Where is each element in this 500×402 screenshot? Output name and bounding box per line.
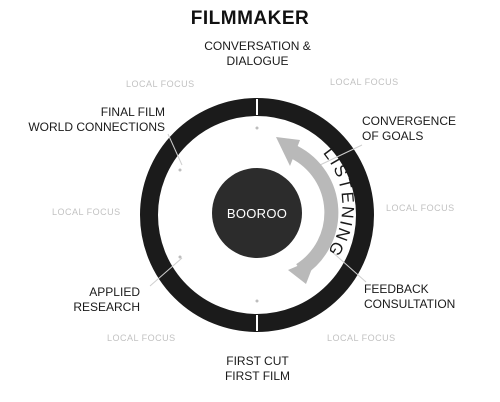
listening-arrow-head-top xyxy=(276,137,300,166)
connector-final-film xyxy=(167,133,183,166)
local-focus-label: LOCAL FOCUS xyxy=(126,79,195,89)
connector-applied xyxy=(149,257,183,287)
stage-feedback: FEEDBACK CONSULTATION xyxy=(364,282,456,311)
connector-convergence xyxy=(319,144,363,166)
stage-conversation: CONVERSATION & DIALOGUE xyxy=(204,39,311,68)
dot-marker xyxy=(255,126,259,130)
center-label: BOOROO xyxy=(226,206,288,221)
local-focus-label: LOCAL FOCUS xyxy=(330,77,399,87)
local-focus-label: LOCAL FOCUS xyxy=(327,333,396,343)
dot-marker xyxy=(178,255,182,259)
stage-convergence: CONVERGENCE OF GOALS xyxy=(362,114,457,143)
listening-arrow-head-bottom xyxy=(288,258,316,284)
local-focus-label: LOCAL FOCUS xyxy=(52,207,121,217)
dot-marker xyxy=(255,299,259,303)
local-focus-label: LOCAL FOCUS xyxy=(386,203,455,213)
diagram-title: FILMMAKER xyxy=(190,8,310,29)
connector-feedback xyxy=(329,249,367,283)
local-focus-label: LOCAL FOCUS xyxy=(107,333,176,343)
stage-first-cut: FIRST CUT FIRST FILM xyxy=(224,354,291,383)
stage-applied-research: APPLIED RESEARCH xyxy=(73,285,140,314)
dot-marker xyxy=(178,168,182,172)
center-circle xyxy=(212,168,302,258)
stage-final-film: FINAL FILM WORLD CONNECTIONS xyxy=(28,105,165,134)
listening-arc xyxy=(290,145,339,276)
